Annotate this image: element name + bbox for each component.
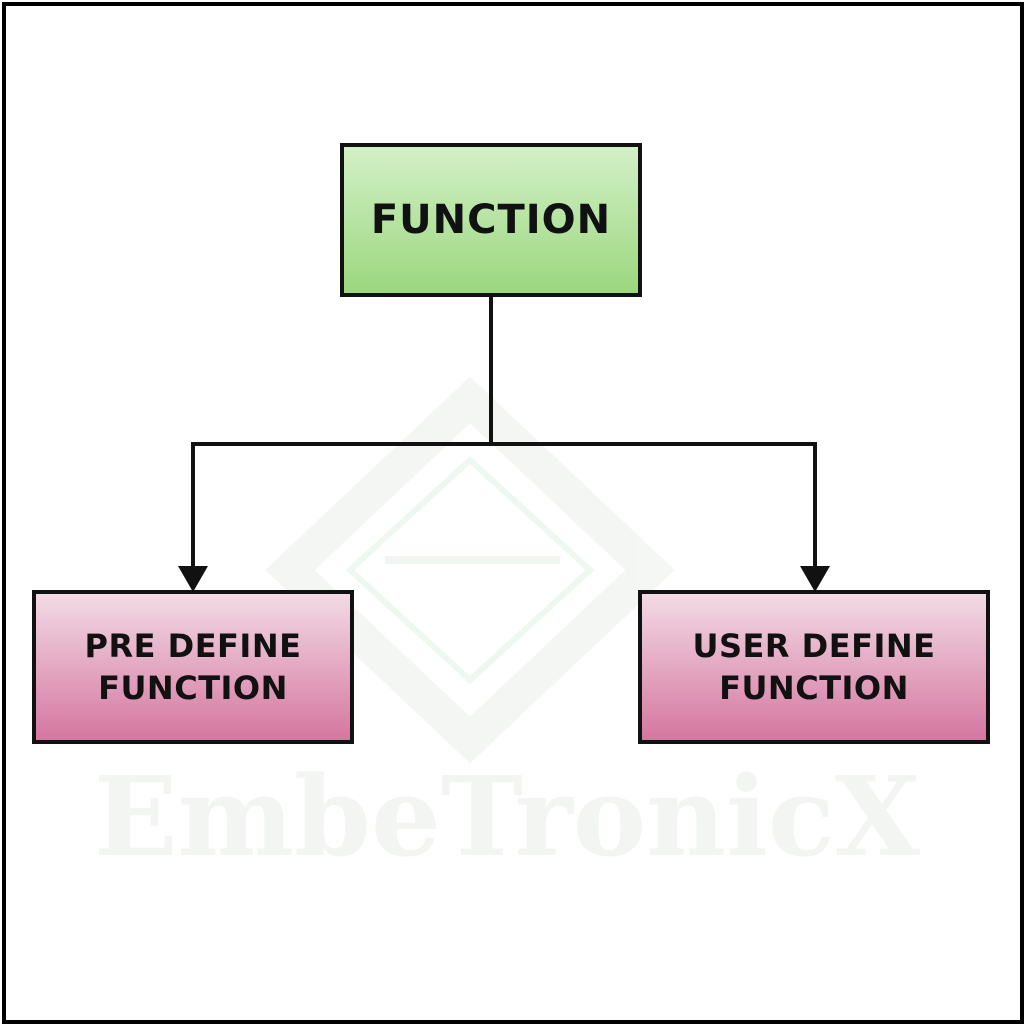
child-node-user-define-line1: USER DEFINE bbox=[692, 627, 936, 665]
child-node-pre-define-label: PRE DEFINE FUNCTION bbox=[75, 625, 312, 709]
child-node-user-define: USER DEFINE FUNCTION bbox=[638, 590, 990, 744]
left-arrowhead-icon bbox=[178, 566, 208, 592]
root-node-function: FUNCTION bbox=[340, 143, 642, 297]
root-node-label: FUNCTION bbox=[370, 197, 612, 243]
right-arrowhead-icon bbox=[800, 566, 830, 592]
child-node-pre-define: PRE DEFINE FUNCTION bbox=[32, 590, 354, 744]
child-node-user-define-line2: FUNCTION bbox=[719, 669, 909, 707]
child-node-pre-define-line2: FUNCTION bbox=[98, 669, 288, 707]
child-node-user-define-label: USER DEFINE FUNCTION bbox=[683, 625, 946, 709]
child-node-pre-define-line1: PRE DEFINE bbox=[84, 627, 302, 665]
